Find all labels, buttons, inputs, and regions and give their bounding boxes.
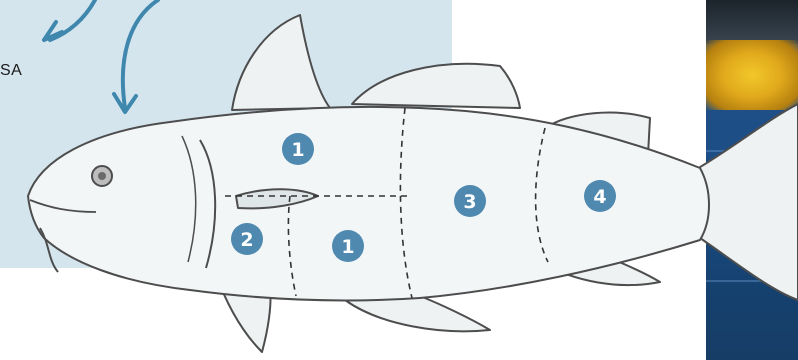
cut-number: 4 bbox=[593, 186, 606, 208]
cut-badge-3: 3 bbox=[454, 185, 486, 217]
cut-badge-1-lower: 1 bbox=[332, 230, 364, 262]
tail-fin bbox=[695, 104, 798, 300]
fish-pupil bbox=[98, 172, 106, 180]
cut-badge-2: 2 bbox=[231, 223, 263, 255]
cut-number: 2 bbox=[240, 229, 253, 251]
dorsal-fin-1 bbox=[232, 15, 330, 110]
anal-fin-1 bbox=[345, 296, 490, 331]
arrow-down bbox=[123, 0, 158, 108]
cut-number: 3 bbox=[463, 191, 476, 213]
fish bbox=[28, 15, 798, 352]
arrows bbox=[44, 0, 158, 112]
cut-badge-4: 4 bbox=[584, 180, 616, 212]
cut-number: 1 bbox=[341, 236, 354, 258]
cut-badge-1-upper: 1 bbox=[282, 133, 314, 165]
dorsal-fin-2 bbox=[352, 64, 520, 108]
cut-number: 1 bbox=[291, 139, 304, 161]
